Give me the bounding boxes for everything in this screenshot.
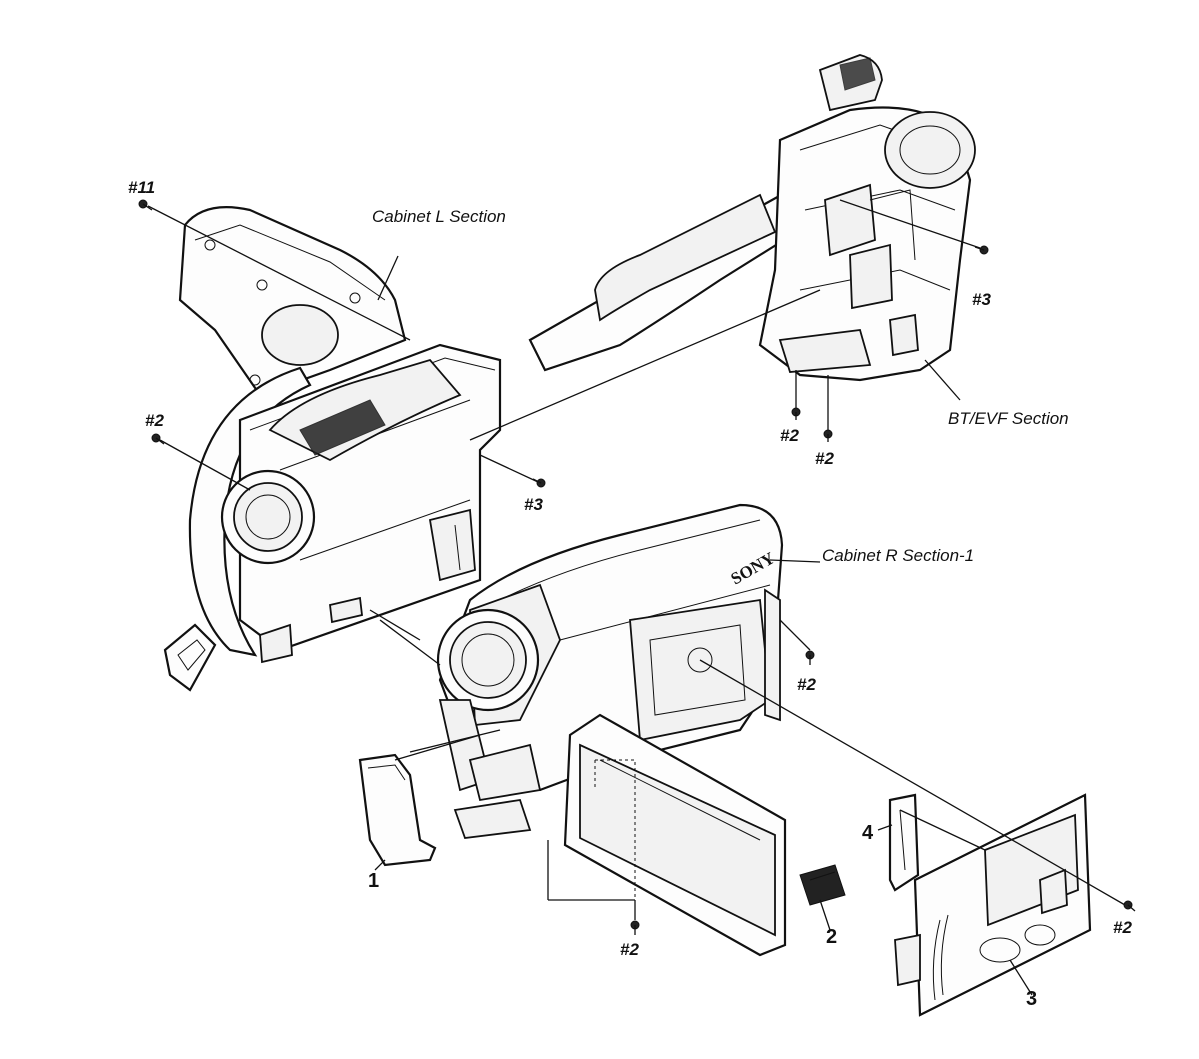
part-2-connector [799,864,846,906]
label-cabinet-l-section: Cabinet L Section [372,207,506,226]
leader-lines [147,199,1126,996]
label-screw-2-right: #2 [797,675,816,694]
cabinet-r-assembly [436,503,787,957]
part-4-plate [888,793,920,892]
part-3-rear-panel [894,793,1092,1017]
screw-11-icon [138,199,153,211]
label-bt-evf-section: BT/EVF Section [948,409,1069,428]
screw-2-far-right-icon [1123,900,1136,912]
bt-evf-assembly [528,54,976,382]
label-screw-2-bt-a: #2 [780,426,799,445]
screw-2-right-icon [805,650,815,665]
label-cabinet-r-section: Cabinet R Section-1 [822,546,974,565]
screw-2-left-icon [151,433,165,445]
screw-2-bt-a-icon [791,407,801,420]
label-part-3: 3 [1026,988,1037,1010]
label-screw-2-bottom: #2 [620,940,639,959]
label-screw-3-left: #3 [524,495,543,514]
screw-3-right-icon [974,245,989,255]
label-screw-3-right: #3 [972,290,991,309]
screw-3-left-icon [532,478,546,488]
label-part-4: 4 [862,822,874,844]
label-screw-2-left: #2 [145,411,164,430]
screw-icons [138,199,1136,935]
screw-2-bt-b-icon [823,429,833,442]
label-part-1: 1 [368,870,379,892]
label-part-2: 2 [826,926,837,948]
label-screw-2-far-right: #2 [1113,918,1132,937]
screw-2-bottom-icon [630,920,640,935]
label-screw-11: #11 [128,178,155,197]
cabinet-l-assembly [163,206,502,692]
part-1-cover [358,753,437,867]
label-screw-2-bt-b: #2 [815,449,834,468]
